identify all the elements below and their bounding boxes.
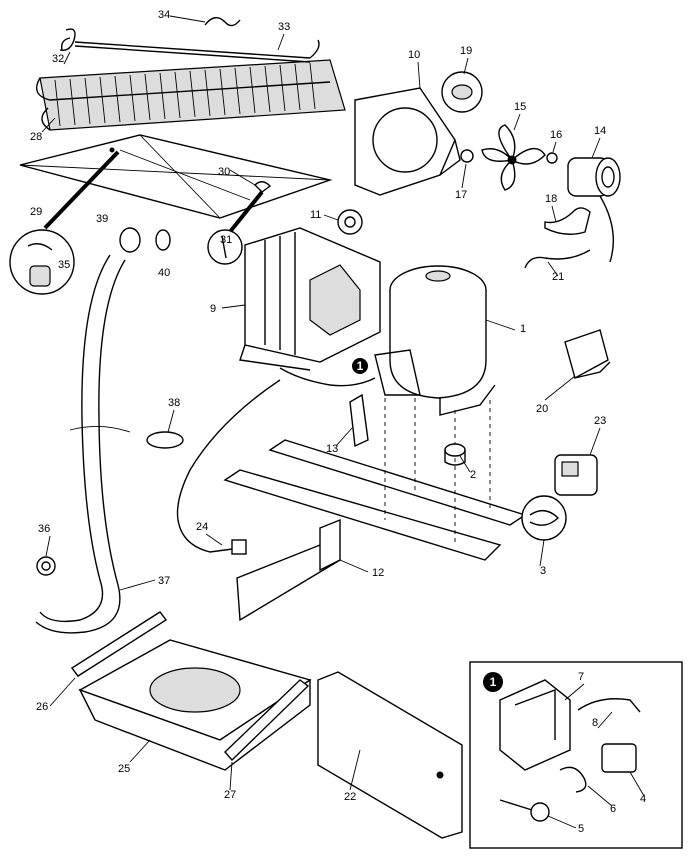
power-cord <box>176 379 281 553</box>
drain-clamp <box>36 556 56 576</box>
label-24: 24 <box>196 521 208 533</box>
label-23: 23 <box>594 415 606 427</box>
label-28: 28 <box>30 131 42 143</box>
leader-30-31 <box>223 190 264 240</box>
fan-blade <box>481 124 546 191</box>
label-17: 17 <box>455 189 467 201</box>
grommet <box>441 71 483 113</box>
motor-grommet <box>337 209 363 235</box>
compressor-grommet <box>444 443 466 466</box>
svg-text:1: 1 <box>490 675 497 689</box>
drier <box>349 393 369 448</box>
label-30: 30 <box>218 166 230 178</box>
panel-screw <box>436 771 444 779</box>
label-3: 3 <box>540 565 546 577</box>
svg-text:1: 1 <box>357 359 364 373</box>
label-10: 10 <box>408 49 420 61</box>
power-plug <box>231 539 247 555</box>
coil-clip <box>59 28 76 51</box>
drain-tube <box>35 254 131 634</box>
label-4: 4 <box>640 793 646 805</box>
evaporator-plate <box>19 134 333 219</box>
mounting-base <box>223 398 527 622</box>
label-18: 18 <box>545 193 557 205</box>
label-32: 32 <box>52 53 64 65</box>
label-19: 19 <box>460 45 472 57</box>
label-1: 1 <box>520 323 526 335</box>
label-7: 7 <box>578 671 584 683</box>
label-25: 25 <box>118 763 130 775</box>
label-12: 12 <box>372 567 384 579</box>
thermostat-detail <box>9 229 75 295</box>
pan-rail <box>70 611 168 677</box>
label-22: 22 <box>344 791 356 803</box>
label-5: 5 <box>578 823 584 835</box>
label-38: 38 <box>168 397 180 409</box>
motor-bracket <box>544 207 591 235</box>
label-29: 29 <box>30 206 42 218</box>
label-34: 34 <box>158 9 170 21</box>
label-27: 27 <box>224 789 236 801</box>
callout-marker-inset: 1 <box>483 672 503 692</box>
inset-detail-box <box>469 661 683 849</box>
label-31: 31 <box>220 234 232 246</box>
overload-protector <box>554 454 598 496</box>
label-36: 36 <box>38 523 50 535</box>
label-40: 40 <box>158 267 170 279</box>
label-2: 2 <box>470 469 476 481</box>
part-labels: 34 33 32 28 29 30 31 35 39 40 10 19 15 1… <box>30 9 646 835</box>
label-20: 20 <box>536 403 548 415</box>
label-13: 13 <box>326 443 338 455</box>
label-11: 11 <box>310 209 321 221</box>
callout-marker-compressor: 1 <box>352 358 368 374</box>
condenser-coil <box>36 59 346 131</box>
label-16: 16 <box>550 129 562 141</box>
motor-wire <box>524 249 591 269</box>
plug-40 <box>155 229 171 251</box>
grommet-39 <box>119 227 141 253</box>
leader-29-35 <box>43 150 120 230</box>
label-35: 35 <box>58 259 70 271</box>
label-26: 26 <box>36 701 48 713</box>
label-21: 21 <box>552 271 564 283</box>
pan-rail-front <box>224 679 310 762</box>
drain-pan <box>78 639 312 771</box>
compressor <box>374 265 496 416</box>
label-15: 15 <box>514 101 526 113</box>
condenser-rod <box>60 17 320 63</box>
washer <box>546 152 558 164</box>
clip-detail <box>207 229 243 265</box>
relay <box>564 329 611 380</box>
condenser-box <box>239 227 381 371</box>
wire-tie <box>146 431 184 449</box>
label-14: 14 <box>594 125 606 137</box>
label-33: 33 <box>278 21 290 33</box>
nut <box>460 149 474 163</box>
label-9: 9 <box>210 303 216 315</box>
access-panel <box>317 671 463 839</box>
compressor-wire <box>279 367 376 387</box>
fan-shroud <box>354 87 461 196</box>
label-39: 39 <box>96 213 108 225</box>
label-6: 6 <box>610 803 616 815</box>
clip-detail-3 <box>521 495 567 541</box>
leader-lines <box>41 15 645 829</box>
label-8: 8 <box>592 717 598 729</box>
fan-motor <box>567 157 621 263</box>
label-37: 37 <box>158 575 170 587</box>
